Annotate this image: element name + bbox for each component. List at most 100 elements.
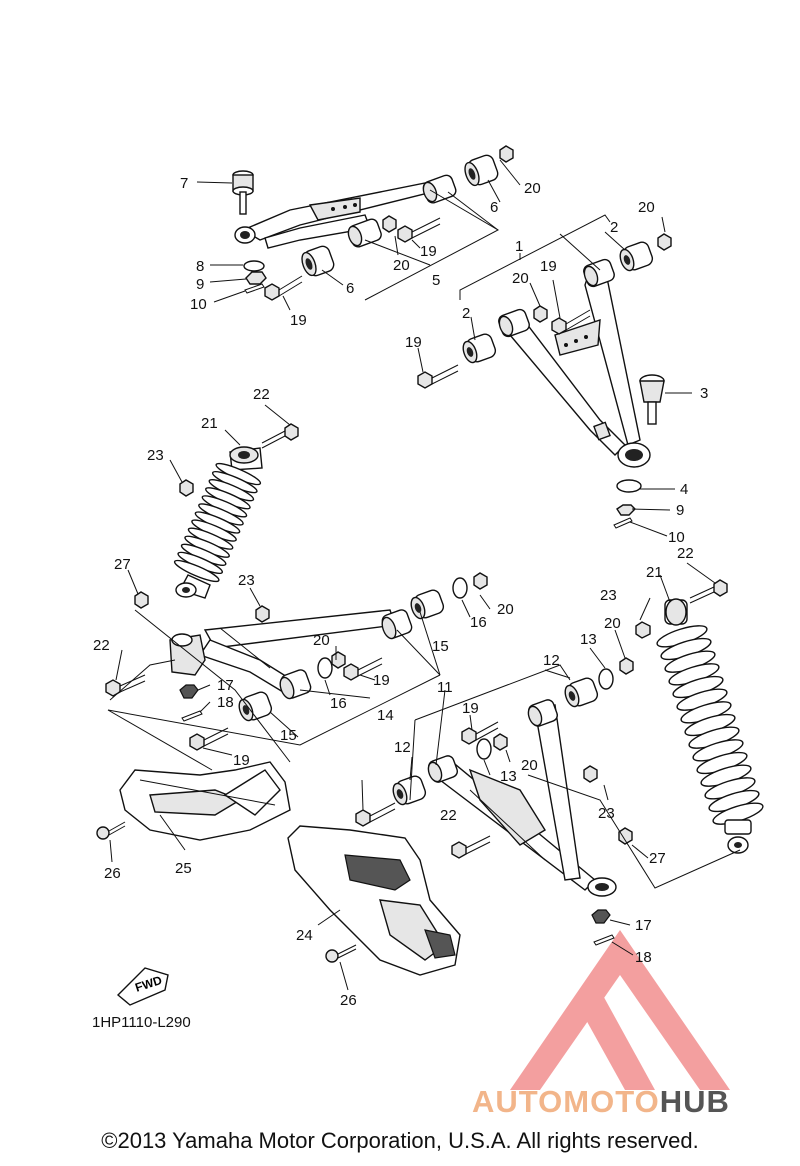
screw-26-b [325, 944, 357, 963]
fwd-direction-badge: FWD [116, 967, 169, 1006]
callout-26: 26 [104, 865, 121, 882]
callout-3: 3 [700, 385, 708, 402]
callout-16: 16 [330, 695, 347, 712]
spring-coil-left [173, 559, 220, 583]
cotter-pin-18-b [593, 934, 615, 946]
nut-23-b [635, 621, 651, 639]
bushing-6-lower [301, 245, 335, 277]
callout-2: 2 [610, 219, 618, 236]
bushing-6-upper [464, 154, 499, 187]
callout-20: 20 [313, 632, 330, 649]
bushing-15-a [410, 589, 445, 620]
callout-27: 27 [649, 850, 666, 867]
nut-23-d [583, 765, 598, 783]
lower-arm-right [427, 699, 617, 897]
nut-23-c [255, 605, 270, 623]
nut-23-a [179, 479, 194, 497]
nut-9 [245, 271, 267, 285]
bushing-2-lower [462, 333, 497, 364]
callout-18: 18 [635, 949, 652, 966]
washer-13-b [476, 738, 492, 760]
nut-20-e [473, 572, 488, 590]
washer-8 [243, 260, 265, 272]
bolt-19-e [343, 657, 383, 681]
callout-20: 20 [393, 257, 410, 274]
bolt-19-h [355, 802, 396, 827]
callout-7: 7 [180, 175, 188, 192]
bolt-22-a [261, 423, 299, 449]
bushing-12-a [564, 677, 599, 708]
callout-24: 24 [296, 927, 313, 944]
nut-27-b [618, 827, 633, 845]
cotter-pin-10 [244, 283, 265, 294]
bolt-19-f [189, 727, 229, 751]
callout-17: 17 [217, 677, 234, 694]
callout-9: 9 [196, 276, 204, 293]
watermark-brand: AUTOMOTOHUB [472, 1084, 792, 1120]
callout-1: 1 [515, 238, 523, 255]
callout-8: 8 [196, 258, 204, 275]
callout-22: 22 [93, 637, 110, 654]
callout-16: 16 [470, 614, 487, 631]
cotter-pin-10-b [613, 517, 633, 529]
diagram-code: 1HP1110-L290 [92, 1014, 191, 1031]
callout-19: 19 [405, 334, 422, 351]
watermark-brand-part2: HUB [659, 1084, 730, 1119]
watermark-logo [510, 930, 730, 1090]
callout-13: 13 [500, 768, 517, 785]
callout-25: 25 [175, 860, 192, 877]
callout-10: 10 [190, 296, 207, 313]
nut-9-b [616, 504, 636, 516]
guard-25 [119, 761, 291, 841]
callout-12: 12 [543, 652, 560, 669]
callout-9: 9 [676, 502, 684, 519]
callout-23: 23 [238, 572, 255, 589]
bushing-2-upper [619, 241, 654, 272]
callout-19: 19 [373, 672, 390, 689]
callout-26: 26 [340, 992, 357, 1009]
guard-24 [287, 825, 461, 976]
callout-20: 20 [521, 757, 538, 774]
nut-20-d [533, 305, 548, 323]
callout-14: 14 [377, 707, 394, 724]
bolt-22-d [451, 835, 491, 859]
bolt-22-b [689, 579, 728, 604]
callout-27: 27 [114, 556, 131, 573]
bushing-12-b [392, 775, 427, 806]
ball-joint-7 [232, 170, 254, 215]
bolt-19-g [461, 721, 499, 745]
callout-4: 4 [680, 481, 688, 498]
shock-absorber-left [173, 446, 263, 599]
cotter-pin-18-a [181, 710, 203, 722]
ball-joint-3 [639, 374, 665, 425]
callout-20: 20 [638, 199, 655, 216]
nut-20-b [382, 215, 397, 233]
callout-21: 21 [201, 415, 218, 432]
bolt-19-a [397, 217, 441, 243]
upper-arm-right [498, 258, 651, 468]
nut-17-a [179, 684, 199, 699]
callout-23: 23 [598, 805, 615, 822]
callout-23: 23 [147, 447, 164, 464]
callout-2: 2 [462, 305, 470, 322]
callout-12: 12 [394, 739, 411, 756]
callout-19: 19 [290, 312, 307, 329]
washer-4 [616, 479, 642, 493]
nut-20-c [657, 233, 672, 251]
callout-22: 22 [677, 545, 694, 562]
callout-20: 20 [604, 615, 621, 632]
callout-11: 11 [437, 679, 453, 696]
lower-arm-left [169, 609, 413, 700]
callout-20: 20 [524, 180, 541, 197]
shock-absorber-right [656, 598, 764, 854]
callout-23: 23 [600, 587, 617, 604]
nut-20-a [499, 145, 514, 163]
callout-19: 19 [420, 243, 437, 260]
callout-6: 6 [346, 280, 354, 297]
callout-17: 17 [635, 917, 652, 934]
bolt-19-b [264, 275, 303, 301]
callout-15: 15 [280, 727, 297, 744]
nut-27-a [134, 591, 149, 609]
watermark-brand-part1: AUTOMOTO [472, 1084, 660, 1119]
